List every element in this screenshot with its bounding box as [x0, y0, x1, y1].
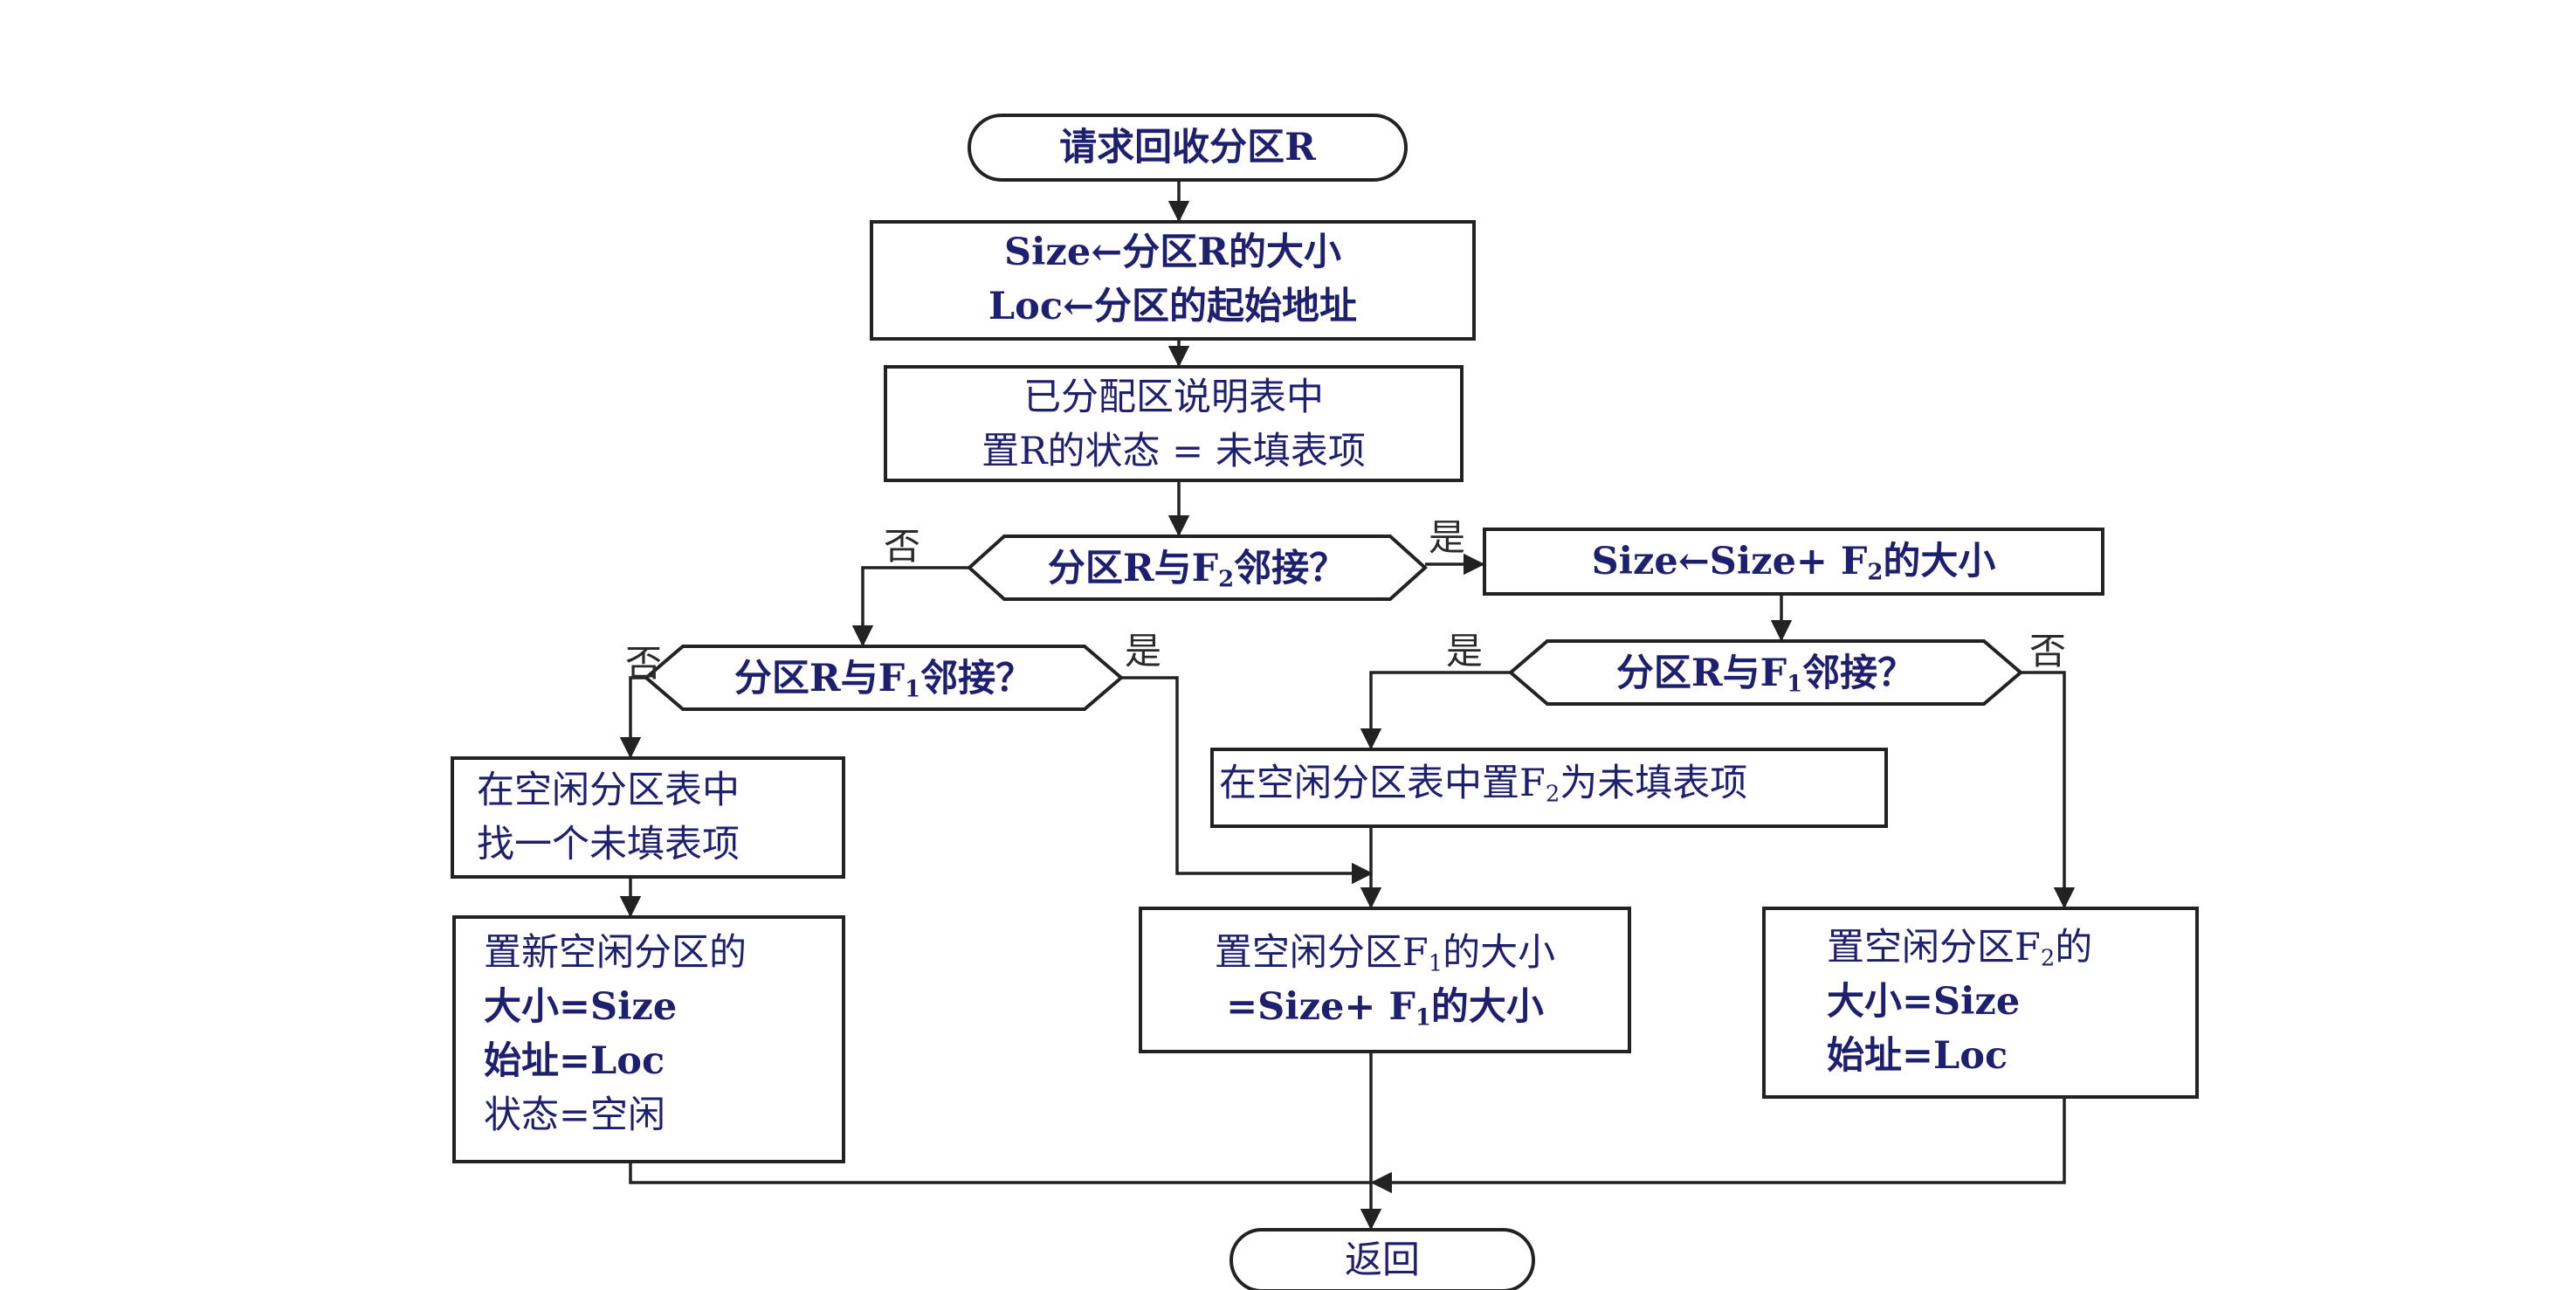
set-f2-l1-pre: 置空闲分区F	[1827, 926, 2041, 969]
set-f2-line3: 始址=Loc	[1827, 1034, 2008, 1078]
label-no-f1-left: 否	[625, 642, 663, 685]
size-add-f2-sub: 2	[1867, 559, 1884, 586]
set-f2-box	[1762, 907, 2199, 1099]
decision-f1-right-post: 邻接？	[1802, 652, 1916, 695]
find-entry-line1: 在空闲分区表中	[477, 769, 740, 812]
new-free-line4: 状态=空闲	[484, 1093, 666, 1137]
find-entry-box	[451, 756, 845, 879]
start-label: 请求回收分区R	[969, 121, 1406, 175]
status-text: 已分配区说明表中 置R的状态 = 未填表项	[885, 370, 1462, 479]
label-yes-f1-left: 是	[1125, 630, 1162, 673]
end-terminator	[1229, 1228, 1535, 1290]
size-loc-line1: Size←分区R的大小	[1004, 231, 1341, 274]
decision-f1-right-sub: 1	[1787, 671, 1803, 698]
set-f1-size-l2-post: 的大小	[1430, 985, 1544, 1029]
end-label: 返回	[1231, 1233, 1533, 1287]
decision-f2-post: 邻接？	[1234, 547, 1347, 590]
label-no-f1-right: 否	[2029, 630, 2067, 673]
set-f2-l1-sub: 2	[2040, 945, 2056, 972]
size-add-f2-pre: Size←Size+ F	[1591, 540, 1868, 583]
size-add-f2-post: 的大小	[1883, 540, 1996, 583]
size-loc-line2: Loc←分区的起始地址	[988, 285, 1358, 328]
find-entry-text: 在空闲分区表中 找一个未填表项	[477, 763, 835, 872]
set-f1-size-l1-pre: 置空闲分区F	[1214, 931, 1429, 975]
find-entry-line2: 找一个未填表项	[477, 823, 740, 866]
set-f2-l1-post: 的	[2055, 926, 2093, 969]
set-f1-size-l2-sub: 1	[1415, 1004, 1431, 1031]
status-line2: 置R的状态 = 未填表项	[981, 430, 1366, 473]
new-free-line3: 始址=Loc	[484, 1039, 665, 1083]
label-yes-f1-right: 是	[1446, 630, 1484, 673]
new-free-text: 置新空闲分区的 大小=Size 始址=Loc 状态=空闲	[484, 926, 833, 1142]
label-no-f2: 否	[884, 525, 921, 568]
decision-f2-shape	[967, 535, 1428, 601]
set-f1-size-l1-post: 的大小	[1443, 931, 1556, 975]
label-yes-f2: 是	[1429, 516, 1466, 559]
start-text: 请求回收分区R	[1059, 126, 1316, 169]
set-f2-unfilled-text: 在空闲分区表中置F2为未填表项	[1219, 756, 1883, 811]
set-f2-unfilled-post: 为未填表项	[1560, 762, 1748, 805]
decision-f2-sub: 2	[1218, 566, 1235, 593]
decision-f1-right-pre: 分区R与F	[1615, 652, 1787, 695]
set-f1-size-l2-pre: =Size+ F	[1226, 985, 1415, 1029]
status-line1: 已分配区说明表中	[1023, 376, 1324, 419]
decision-f2-text: 分区R与F2邻接？	[969, 542, 1425, 596]
size-loc-text: Size←分区R的大小 Loc←分区的起始地址	[871, 225, 1474, 334]
new-free-line2: 大小=Size	[484, 985, 678, 1029]
decision-f1-left-pre: 分区R与F	[734, 657, 906, 700]
set-f2-line2: 大小=Size	[1827, 980, 2021, 1024]
decision-f1-left-sub: 1	[905, 676, 921, 703]
set-f2-unfilled-box	[1210, 748, 1888, 828]
set-f2-text: 置空闲分区F2的 大小=Size 始址=Loc	[1827, 921, 2194, 1083]
decision-f1-left-text: 分区R与F1邻接？	[646, 652, 1121, 706]
new-free-line1: 置新空闲分区的	[484, 931, 747, 975]
decision-f1-left-post: 邻接？	[920, 657, 1034, 700]
set-f2-unfilled-sub: 2	[1545, 781, 1560, 808]
set-f2-unfilled-pre: 在空闲分区表中置F	[1219, 762, 1546, 805]
size-add-f2-text: Size←Size+ F2的大小	[1484, 535, 2103, 589]
decision-f1-right-text: 分区R与F1邻接？	[1511, 646, 2021, 700]
new-free-box	[452, 915, 845, 1163]
decision-f2-pre: 分区R与F	[1047, 547, 1219, 590]
set-f1-size-text: 置空闲分区F1的大小 =Size+ F1的大小	[1140, 926, 1629, 1034]
end-text: 返回	[1345, 1238, 1420, 1282]
start-terminator	[968, 114, 1408, 182]
set-f1-size-box	[1139, 907, 1631, 1053]
set-f1-size-l1-sub: 1	[1428, 950, 1443, 977]
